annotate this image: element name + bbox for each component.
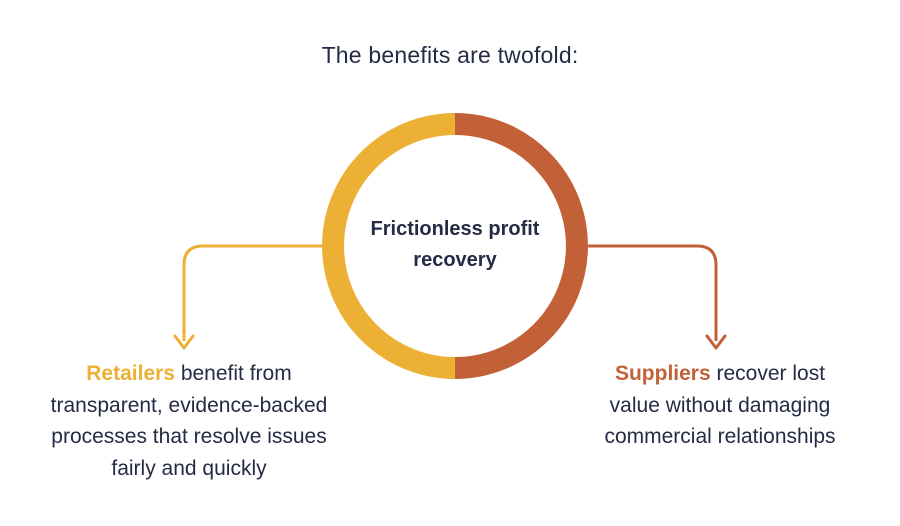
retailers-benefit-line4: fairly and quickly [111,456,267,480]
retailers-line1-rest: benefit from [180,362,292,385]
retailers-benefit-line2: transparent, evidence-backed [50,393,328,417]
retailers-benefit-text: Retailers benefit from transparent, evid… [16,358,362,484]
suppliers-benefit-text: Suppliers recover lost value without dam… [550,358,890,453]
right-connector-arrow [588,244,727,350]
retailers-keyword: Retailers [86,362,175,385]
right-down-arrow-icon [705,334,727,350]
retailers-benefit-line3: processes that resolve issues [51,425,327,448]
retailers-benefit-line1: Retailers benefit from [16,358,362,390]
left-connector-line [182,244,322,341]
diagram-title: The benefits are twofold: [321,42,579,68]
donut-ring [322,113,588,379]
donut-left-half-yellow [322,113,456,379]
suppliers-benefit-line2: value without damaging [609,393,831,417]
left-down-arrow-icon [173,334,195,350]
left-connector-arrow [173,244,322,350]
center-label-line1: Frictionless [370,218,483,240]
donut-right-half-orange [454,113,588,379]
suppliers-benefit-line3: commercial relationships [604,425,836,448]
right-connector-line [588,244,718,341]
suppliers-keyword: Suppliers [614,362,711,385]
suppliers-line1-rest: recover lost [716,362,826,385]
center-label-line2: profit recovery [413,218,540,271]
suppliers-benefit-line1: Suppliers recover lost [550,358,890,390]
center-label: Frictionless profit recovery [345,214,565,276]
